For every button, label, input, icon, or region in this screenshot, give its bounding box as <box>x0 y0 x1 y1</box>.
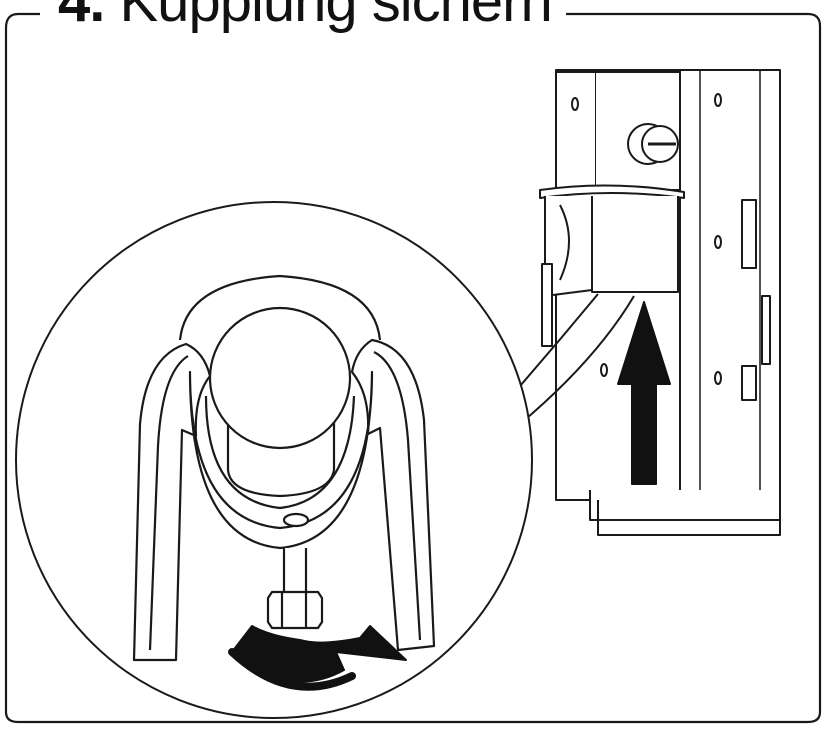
panel-frame <box>4 12 822 724</box>
tow-ball <box>208 306 352 498</box>
step-number: 4. <box>58 0 105 34</box>
coupling-mechanism <box>519 69 781 536</box>
drawbar-tube <box>519 293 599 387</box>
ball-coupling-detail <box>132 274 436 662</box>
coupling-body <box>188 370 374 550</box>
locking-bolt <box>282 548 308 596</box>
locking-screw <box>627 123 679 165</box>
housing-base <box>589 490 781 521</box>
coupling-sleeve <box>539 184 685 297</box>
step-title: Kupplung sichern <box>119 0 553 34</box>
arrow-up-icon <box>617 301 671 485</box>
upper-block <box>555 71 597 191</box>
step-heading: 4. Kupplung sichern <box>44 0 566 32</box>
right-leg <box>350 338 436 652</box>
rotate-arrow-icon <box>228 625 407 691</box>
hex-nut <box>266 590 324 630</box>
